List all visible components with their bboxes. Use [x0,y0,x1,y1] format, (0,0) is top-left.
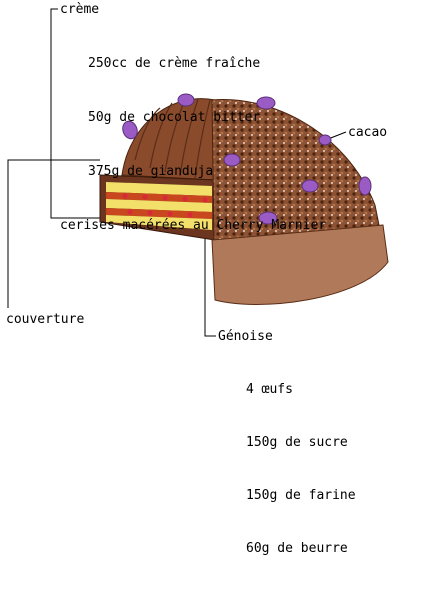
violets-right [223,96,372,225]
cake-diagram: crème 250cc de crème fraîche 50g de choc… [6,2,389,556]
cake-illustration [7,8,389,337]
genoise-layer-top [106,182,212,196]
cherries-left [122,193,208,218]
creme-ingredients: 250cc de crème fraîche 50g de chocolat b… [60,19,326,271]
genoise-ingredient: 150g de farine [246,488,356,503]
genoise-ingredients: 4 œufs 150g de sucre 150g de farine 60g … [246,345,356,593]
creme-leader-line [50,8,115,219]
creme-title: crème [60,2,100,17]
creme-ingredient: cerises macérées au Cherry Marnier [60,218,327,233]
couverture-leader-line [7,159,100,308]
cocoa-dusted-top [211,99,381,241]
creme-ingredient: 50g de chocolat bitter [88,110,261,125]
cake-slice-left [99,93,216,241]
cake-body-right [211,96,389,305]
genoise-title: Génoise [218,329,273,344]
cream-layer-2 [106,208,212,219]
creme-ingredient: 375g de gianduja [88,164,214,179]
genoise-ingredient: 60g de beurre [246,541,348,556]
couverture-base [211,224,389,305]
genoise-layer-bottom [106,215,212,230]
genoise-layer-mid [106,199,212,212]
genoise-ingredient: 150g de sucre [246,435,348,450]
couverture-label: couverture [6,312,85,327]
cacao-label: cacao [348,125,388,140]
creme-ingredient: 250cc de crème fraîche [88,56,261,71]
genoise-ingredient: 4 œufs [246,382,293,397]
violets-left [122,93,195,140]
